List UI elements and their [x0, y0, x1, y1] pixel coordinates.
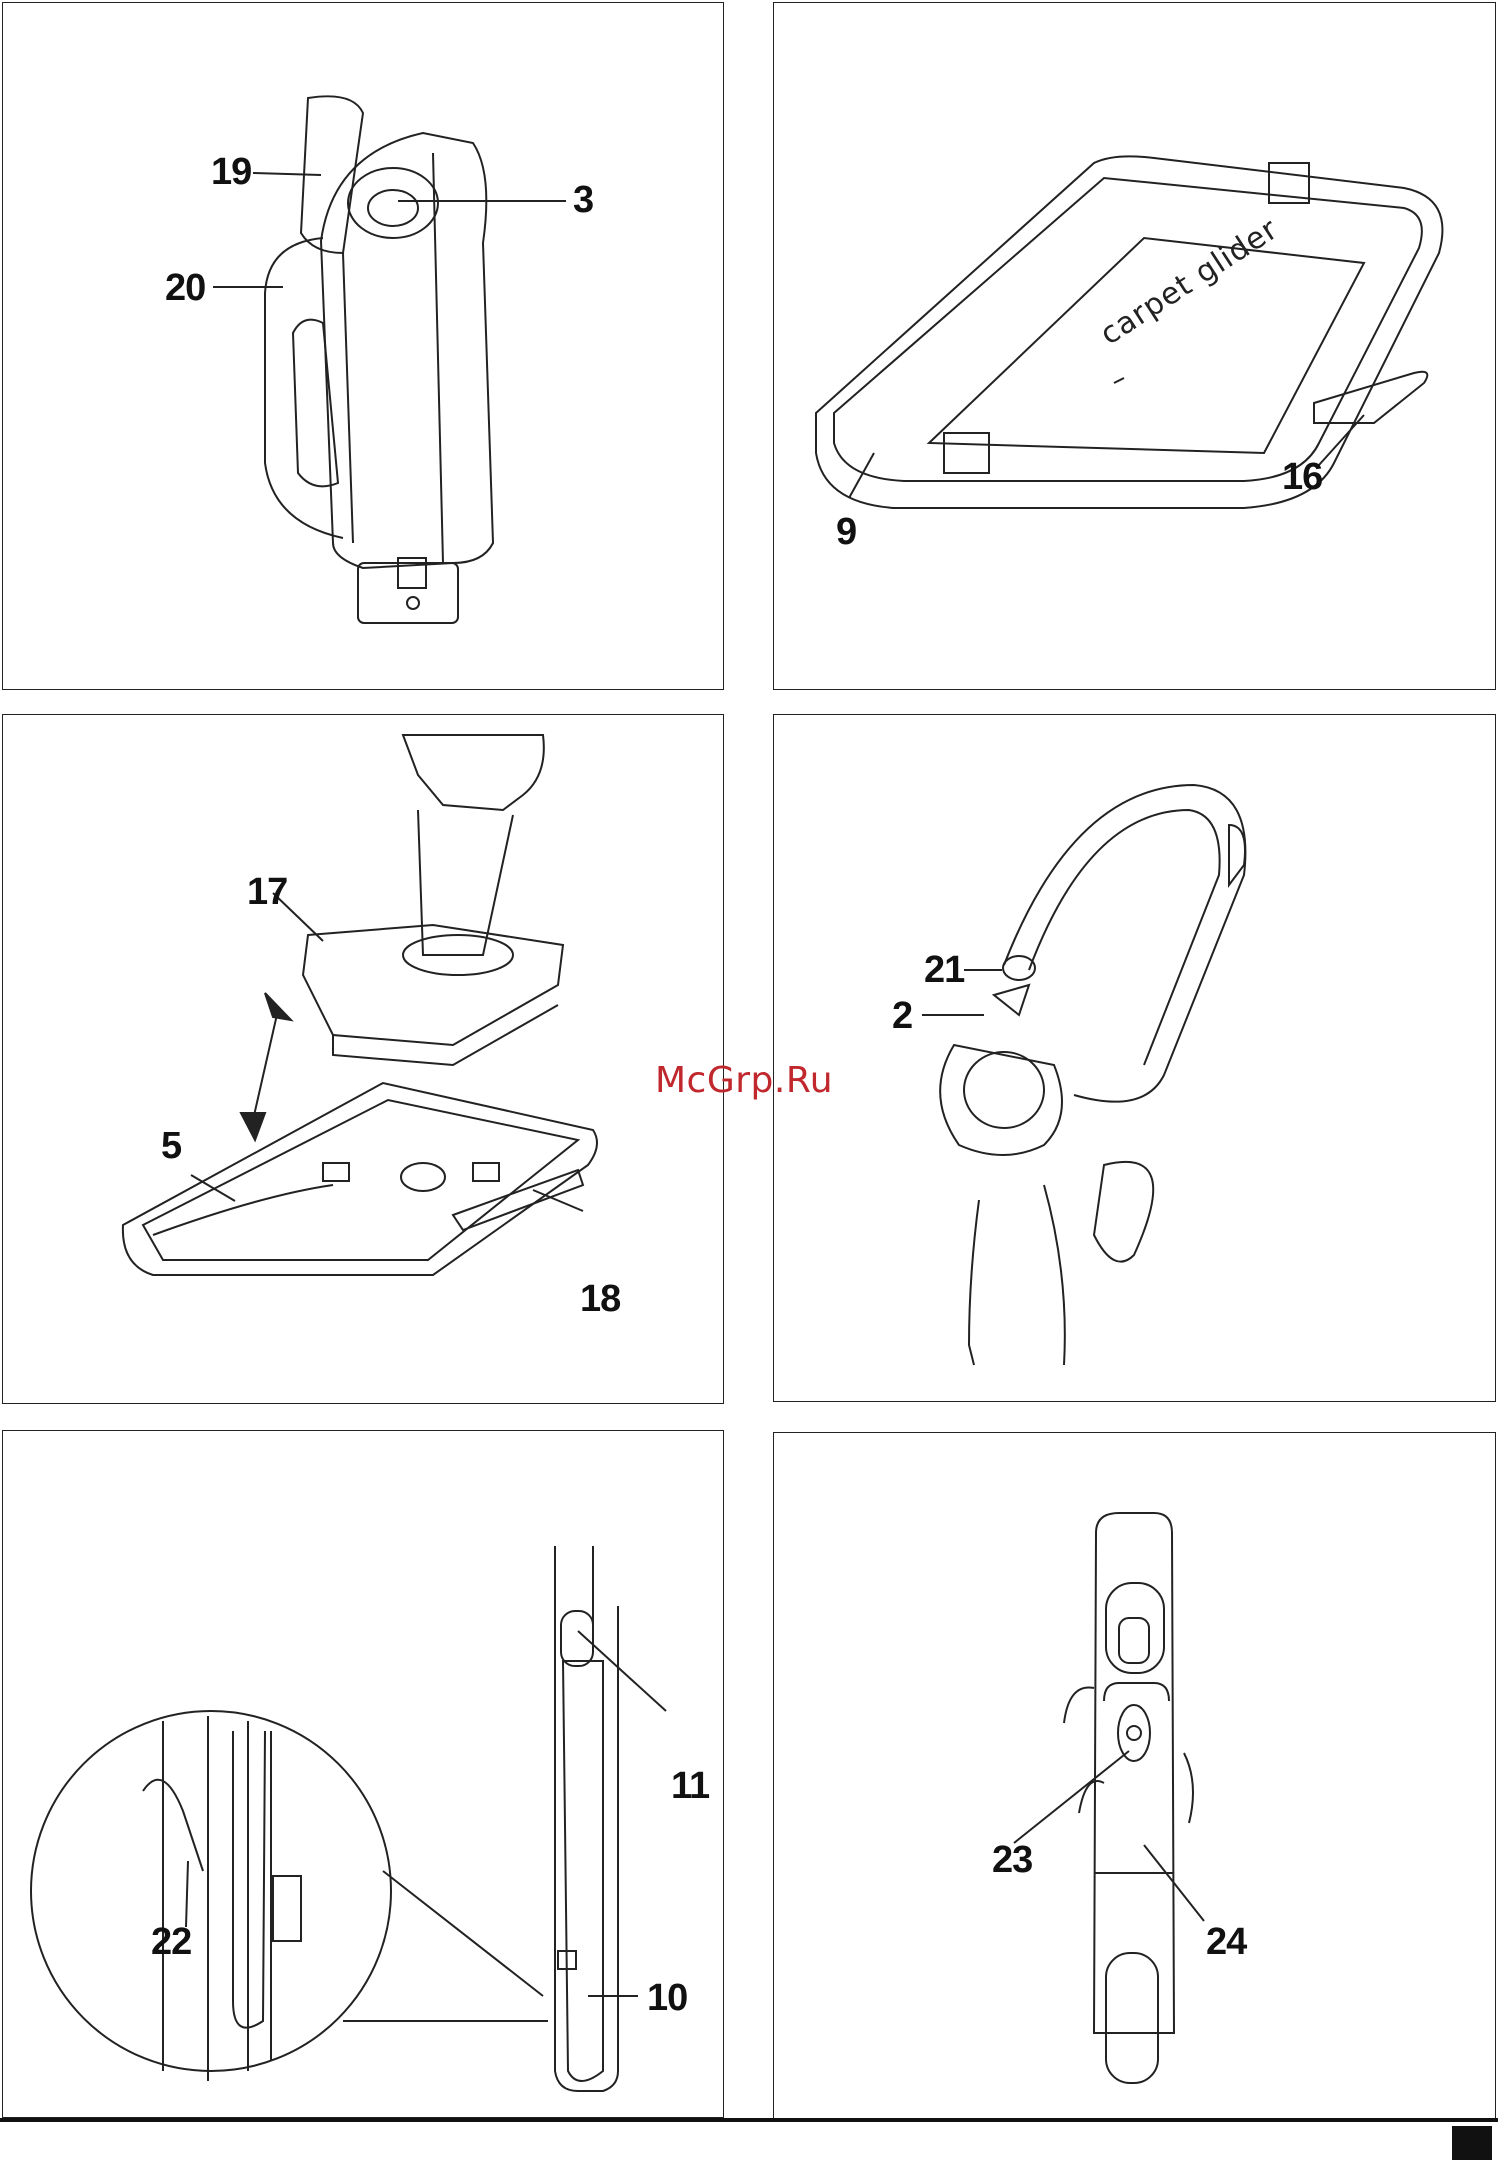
callout-18: 18	[580, 1280, 620, 1318]
figure-panel-b: carpet glider 9 16	[773, 2, 1496, 690]
callout-11: 11	[671, 1767, 709, 1805]
page-marker	[1452, 2126, 1492, 2160]
callout-23: 23	[992, 1841, 1032, 1879]
figure-panel-e: 11 22 10	[2, 1430, 724, 2118]
callout-19: 19	[211, 153, 251, 191]
callout-22: 22	[151, 1923, 191, 1961]
callout-9: 9	[836, 513, 856, 551]
figure-panel-d: 21 2	[773, 714, 1496, 1402]
callout-10: 10	[647, 1979, 687, 2017]
callout-16: 16	[1282, 458, 1322, 496]
callout-24: 24	[1206, 1923, 1246, 1961]
callout-3: 3	[573, 181, 593, 219]
handle-controls-illustration	[774, 715, 1497, 1403]
callout-2: 2	[892, 997, 912, 1035]
carpet-glider-illustration	[774, 3, 1497, 691]
figure-panel-a: 19 3 20	[2, 2, 724, 690]
callout-5: 5	[161, 1127, 181, 1165]
callout-20: 20	[165, 269, 205, 307]
bottom-rule	[0, 2118, 1498, 2122]
figure-panel-f: 23 24	[773, 1432, 1496, 2122]
callout-17: 17	[247, 873, 287, 911]
figure-panel-c: 17 5 18	[2, 714, 724, 1404]
cord-storage-illustration	[3, 1431, 725, 2119]
watermark-text: McGrp.Ru	[655, 1060, 833, 1101]
callout-21: 21	[924, 951, 964, 989]
wall-mount-illustration	[774, 1433, 1497, 2123]
water-tank-illustration	[3, 3, 725, 691]
